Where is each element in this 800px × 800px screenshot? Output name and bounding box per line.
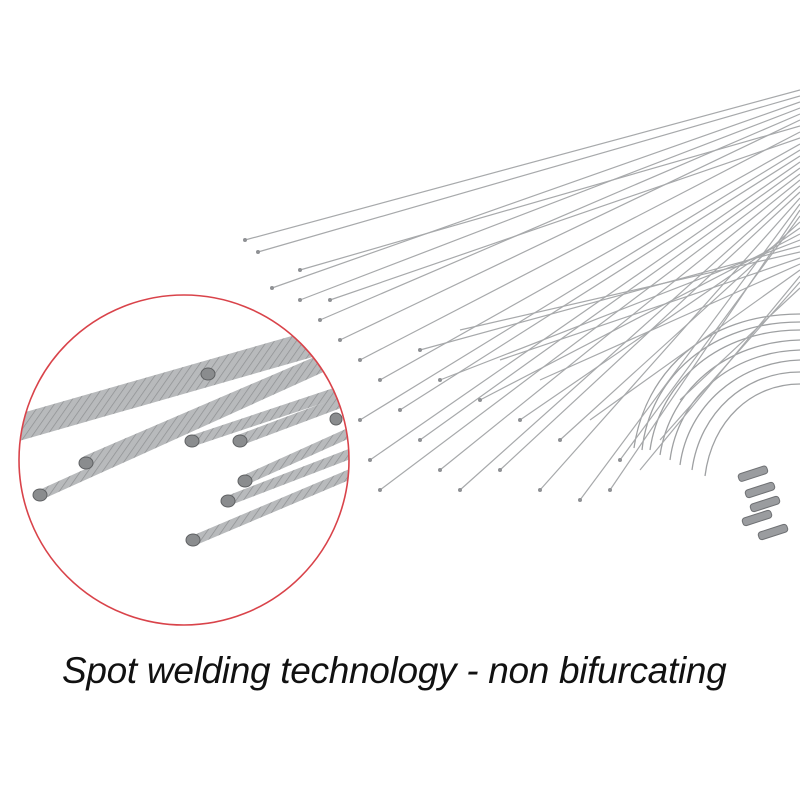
highlight-circle: [18, 294, 350, 626]
soldered-ends-cluster: [737, 465, 789, 541]
wire-tips: [243, 238, 622, 502]
product-photo: [18, 89, 800, 626]
magnified-detail: [19, 295, 349, 625]
wire-fan: [244, 89, 800, 501]
wire-coil: [633, 313, 800, 477]
caption: Spot welding technology - non bifurcatin…: [62, 650, 727, 691]
